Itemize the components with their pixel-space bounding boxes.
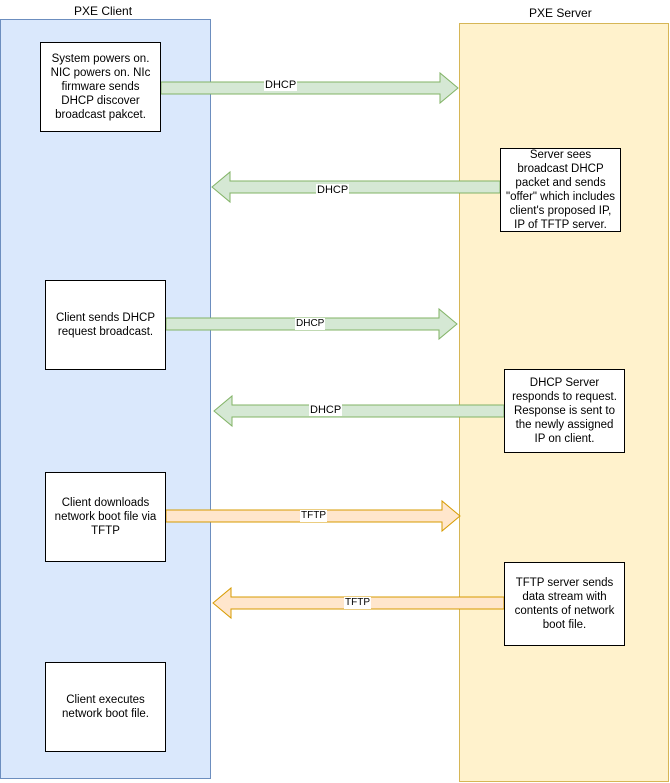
arrow-label-5: TFTP xyxy=(300,510,327,522)
server-step-dhcp-ack: DHCP Server responds to request. Respons… xyxy=(504,369,625,453)
arrow-2-dhcp-to-client xyxy=(211,170,501,204)
arrow-4-dhcp-to-client xyxy=(213,394,505,428)
client-swimlane xyxy=(0,19,211,779)
arrow-label-6: TFTP xyxy=(344,597,371,609)
arrow-1-dhcp-to-server xyxy=(160,71,459,105)
arrow-label-2: DHCP xyxy=(316,184,350,196)
arrow-label-3: DHCP xyxy=(295,318,326,330)
arrow-label-4: DHCP xyxy=(309,404,343,416)
server-step-dhcp-offer: Server sees broadcast DHCP packet and se… xyxy=(500,148,621,232)
server-lane-title: PXE Server xyxy=(529,6,592,20)
client-step-execute-boot-file: Client executes network boot file. xyxy=(45,662,166,752)
client-step-dhcp-request: Client sends DHCP request broadcast. xyxy=(45,280,166,370)
client-step-power-on: System powers on. NIC powers on. NIc fir… xyxy=(40,42,161,132)
server-step-tftp-stream: TFTP server sends data stream with conte… xyxy=(504,562,625,646)
client-step-download-boot-file: Client downloads network boot file via T… xyxy=(45,472,166,562)
client-lane-title: PXE Client xyxy=(74,4,133,18)
arrow-label-1: DHCP xyxy=(264,79,298,91)
